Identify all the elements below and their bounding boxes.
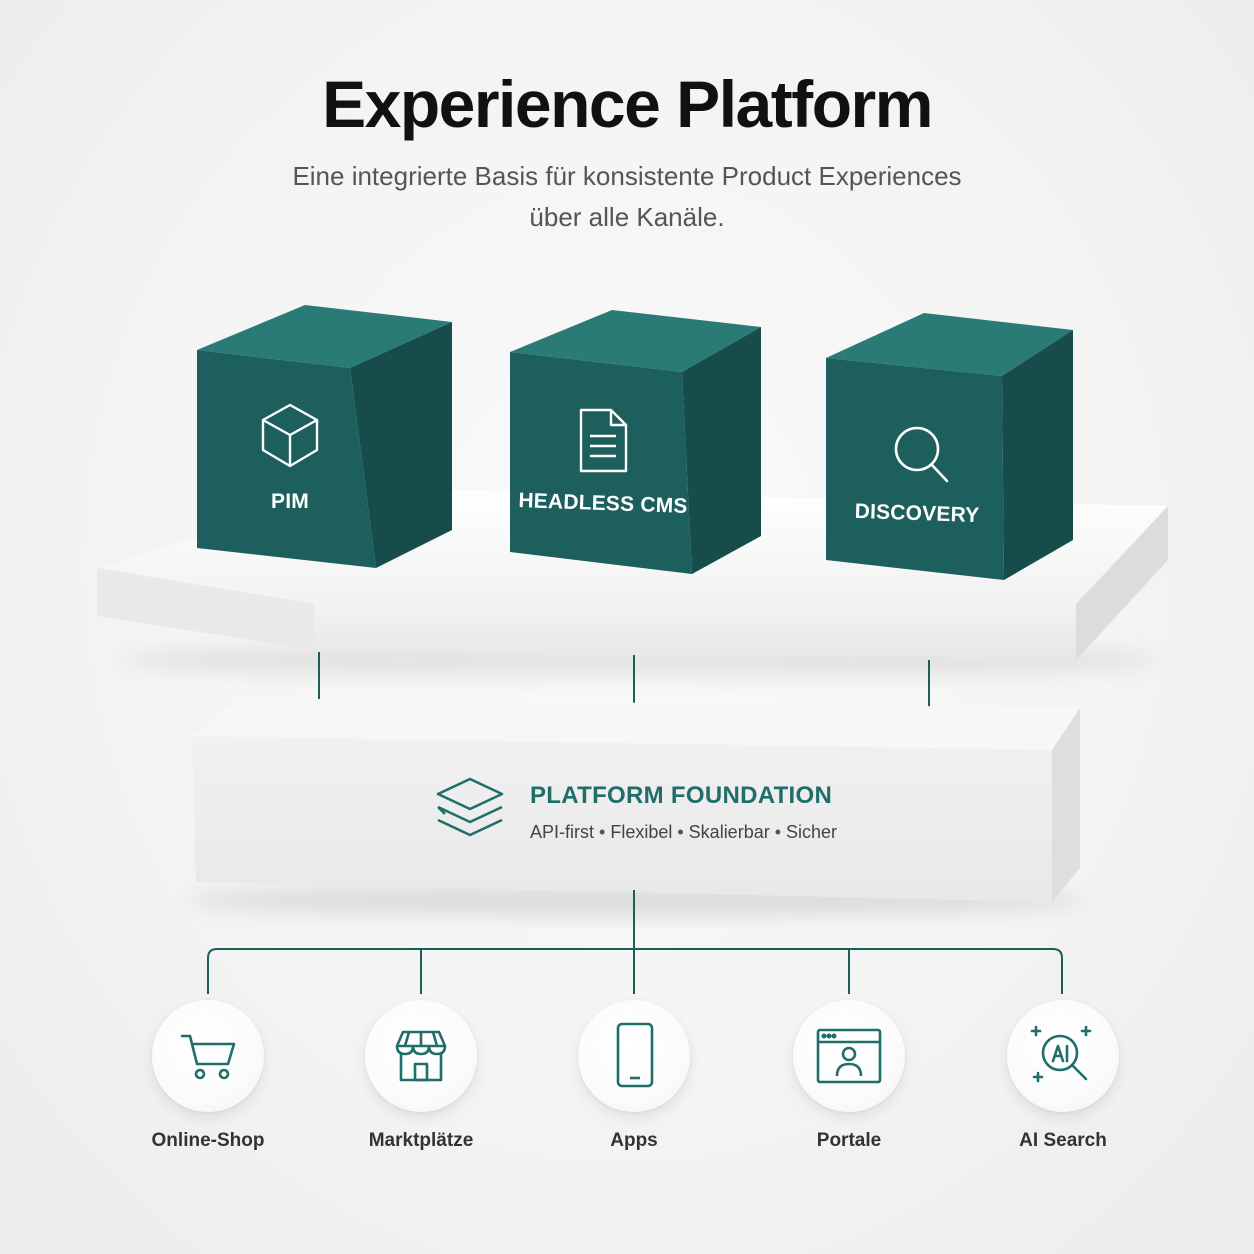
channel-apps: Apps	[554, 1000, 714, 1152]
page-title: Experience Platform	[322, 67, 933, 141]
cube-headless-cms	[510, 310, 761, 574]
module-label-pim: PIM	[271, 490, 309, 513]
channel-circle	[1007, 1000, 1119, 1112]
subtitle-line-1: Eine integrierte Basis für konsistente P…	[292, 161, 962, 191]
subtitle-line-2: über alle Kanäle.	[529, 202, 725, 232]
foundation-tags: API-first•Flexibel•Skalierbar•Sicher	[530, 822, 838, 842]
tag-sicher: Sicher	[786, 822, 838, 842]
tag-flexibel: Flexibel	[610, 822, 673, 842]
channel-circle	[578, 1000, 690, 1112]
channel-label: Marktplätze	[368, 1130, 474, 1151]
channel-portale: Portale	[769, 1000, 929, 1152]
channel-circle	[152, 1000, 264, 1112]
distribution-lines	[207, 890, 1063, 994]
channel-circle	[793, 1000, 905, 1112]
foundation-block	[192, 698, 1080, 902]
storefront-icon	[395, 1030, 447, 1082]
cube-icon	[261, 403, 319, 468]
document-icon	[579, 408, 628, 473]
portal-window-icon	[816, 1028, 882, 1084]
cube-pim	[197, 305, 452, 568]
channel-label: AI Search	[1019, 1130, 1107, 1151]
channel-marktplaetze: Marktplätze	[341, 1000, 501, 1152]
channel-label: Apps	[610, 1130, 658, 1151]
page-subtitle: Eine integrierte Basis für konsistente P…	[227, 156, 1027, 238]
layers-icon	[436, 777, 504, 837]
channel-ai-search: AI Search	[983, 1000, 1143, 1152]
ai-search-icon	[1030, 1025, 1092, 1083]
channel-label: Portale	[816, 1130, 882, 1151]
channel-circle	[365, 1000, 477, 1112]
channel-online-shop: Online-Shop	[128, 1000, 288, 1152]
foundation-title: PLATFORM FOUNDATION	[530, 782, 833, 809]
smartphone-icon	[616, 1022, 654, 1088]
cube-discovery	[826, 313, 1073, 580]
cart-icon	[180, 1034, 236, 1080]
channel-label: Online-Shop	[151, 1130, 265, 1151]
tag-skalierbar: Skalierbar	[688, 822, 770, 842]
tag-api-first: API-first	[530, 822, 595, 842]
magnifier-icon	[894, 426, 949, 483]
